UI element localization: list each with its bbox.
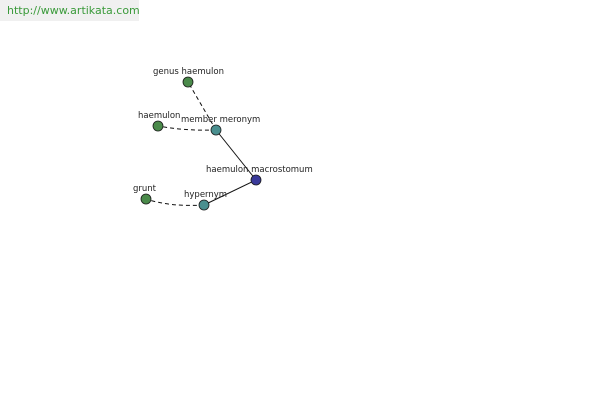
node-hypernym-dot[interactable] bbox=[198, 199, 210, 211]
node-member-meronym-dot[interactable] bbox=[210, 124, 222, 136]
node-haemulon-label: haemulon bbox=[138, 111, 180, 121]
node-haemulon-dot[interactable] bbox=[152, 120, 164, 132]
node-root[interactable]: haemulon macrostomum bbox=[206, 165, 313, 186]
node-genus-haemulon-dot[interactable] bbox=[182, 76, 194, 88]
site-url-link[interactable]: http://www.artikata.com bbox=[7, 4, 140, 17]
edge-member-meronym-to-genus-haemulon bbox=[187, 81, 217, 131]
node-root-label: haemulon macrostomum bbox=[206, 165, 313, 175]
node-haemulon[interactable]: haemulon bbox=[138, 111, 180, 132]
node-hypernym[interactable]: hypernym bbox=[184, 190, 227, 211]
node-grunt[interactable]: grunt bbox=[133, 184, 157, 205]
edge-hypernym-to-grunt bbox=[145, 198, 205, 206]
node-root-dot[interactable] bbox=[250, 174, 262, 186]
node-member-meronym[interactable]: member meronym bbox=[181, 115, 260, 136]
edge-root-to-member-meronym bbox=[215, 129, 257, 181]
node-grunt-dot[interactable] bbox=[140, 193, 152, 205]
edge-root-to-hypernym bbox=[203, 179, 257, 206]
nodes-layer: haemulon macrostomum member meronym hypern… bbox=[133, 67, 313, 211]
node-hypernym-label: hypernym bbox=[184, 190, 227, 200]
node-genus-haemulon-label: genus haemulon bbox=[153, 67, 224, 77]
edge-member-meronym-to-haemulon bbox=[157, 125, 217, 131]
url-bar: http://www.artikata.com bbox=[0, 0, 140, 21]
node-grunt-label: grunt bbox=[133, 184, 157, 194]
node-genus-haemulon[interactable]: genus haemulon bbox=[153, 67, 224, 88]
edges-layer bbox=[145, 81, 257, 206]
node-member-meronym-label: member meronym bbox=[181, 115, 260, 125]
